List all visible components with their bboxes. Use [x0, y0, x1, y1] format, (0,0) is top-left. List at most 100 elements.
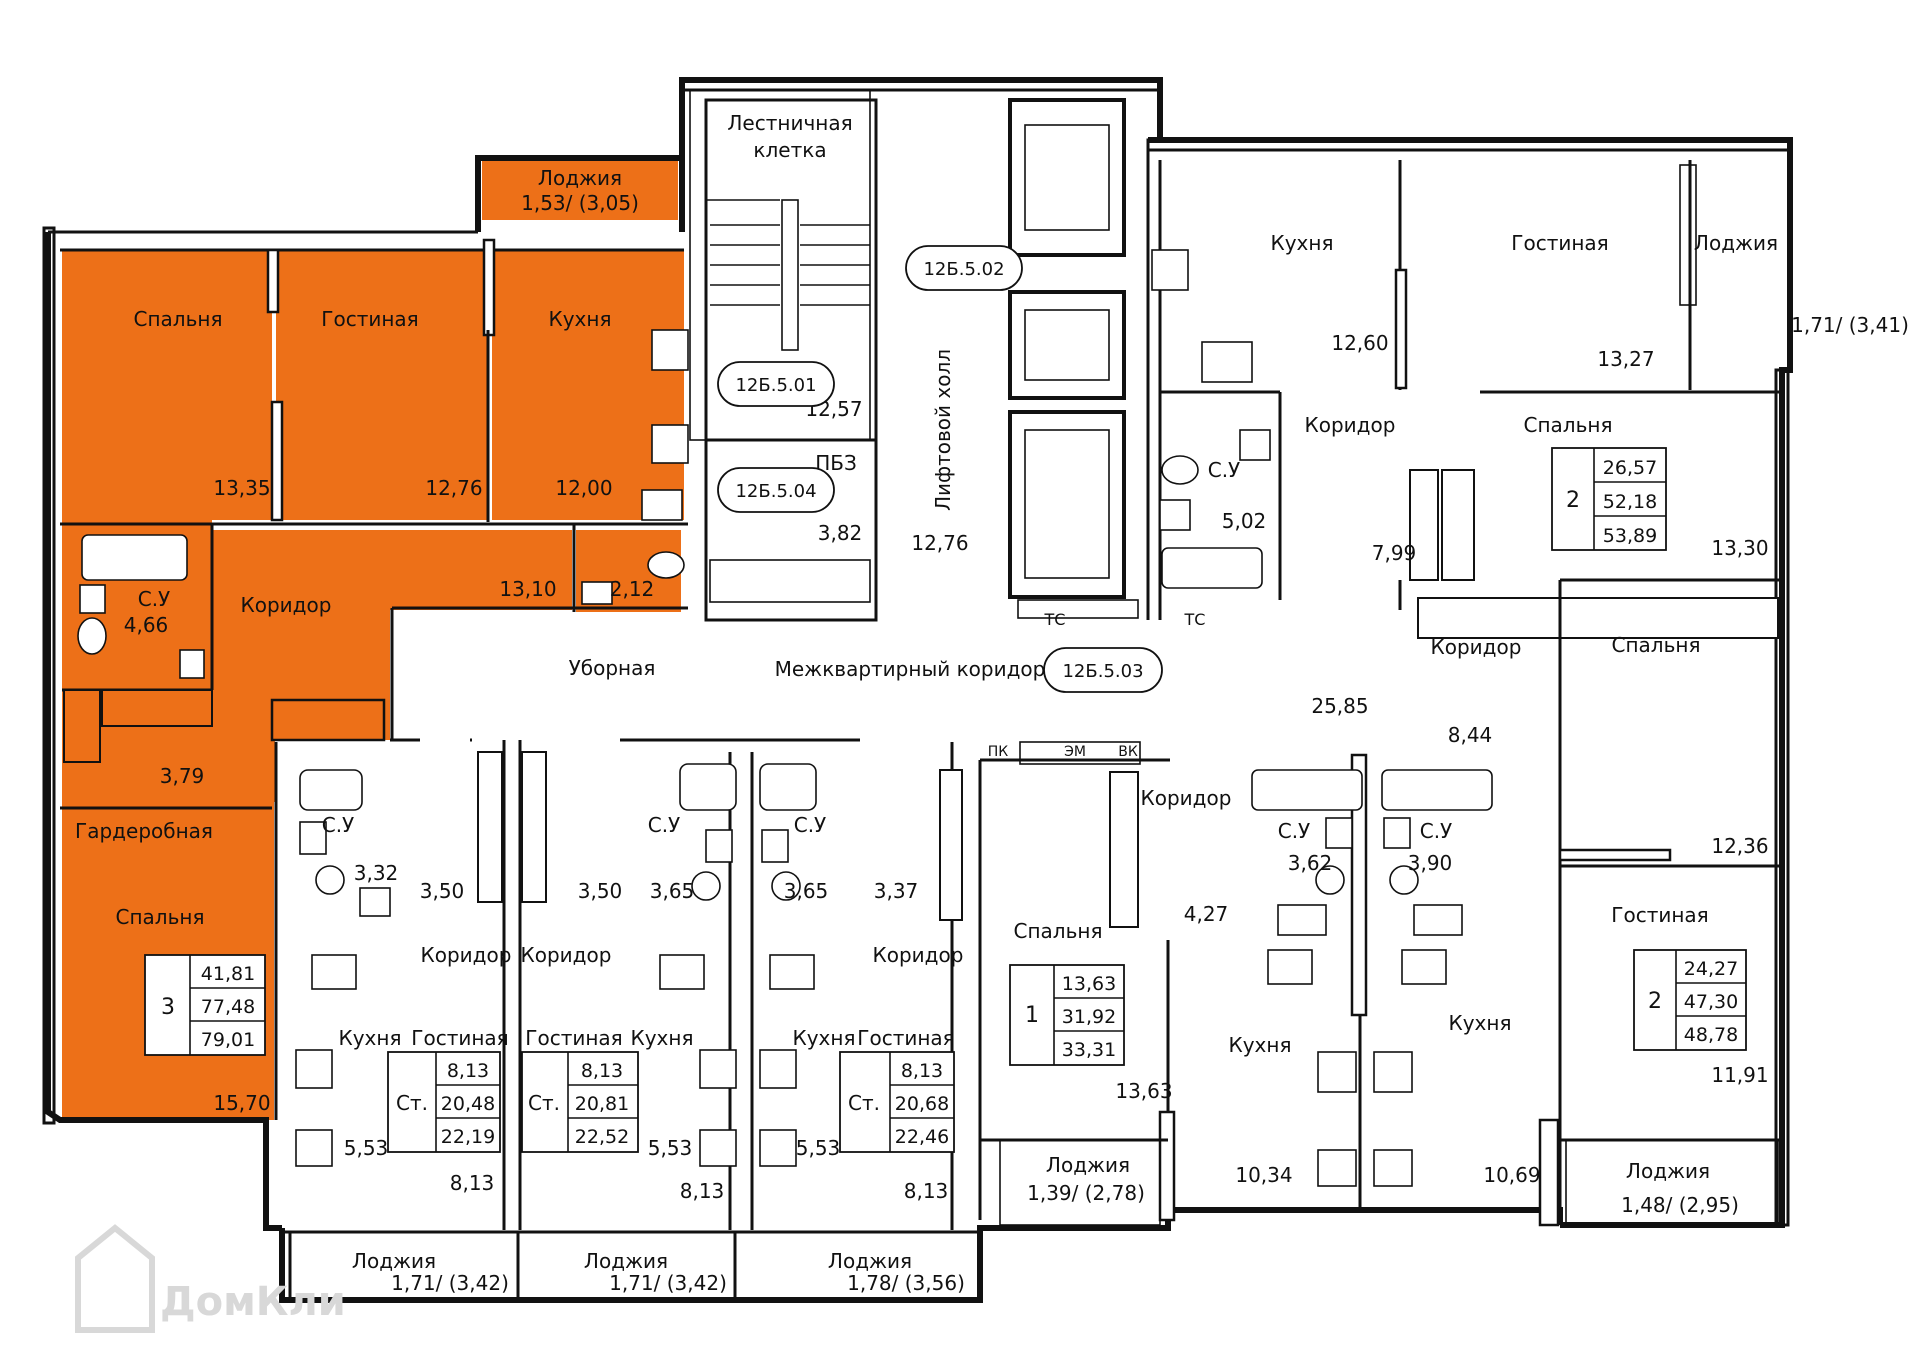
room-area: 3,50 [420, 879, 465, 903]
left-apartment-walls [60, 238, 688, 1120]
room-area: 3,32 [354, 861, 399, 885]
kitchen-sink-icon [1401, 949, 1447, 985]
room-name: Гостиная [321, 307, 418, 331]
room-name: Спальня [1524, 413, 1613, 437]
room-name: Коридор [1141, 786, 1232, 810]
room-name: Кухня [793, 1026, 856, 1050]
toilet-icon [77, 617, 107, 655]
apartment-total-with-loggia: 22,52 [575, 1126, 629, 1148]
shaft-marks: ТС ТС ПК ЭМ ВК [988, 610, 1206, 760]
apartment-rooms: 3 [161, 995, 175, 1020]
bathtub-icon [1381, 769, 1493, 811]
room-name: Спальня [1612, 633, 1701, 657]
stove-icon [1317, 1051, 1357, 1093]
room-area: 8,13 [680, 1179, 725, 1203]
apartment-total-area: 47,30 [1684, 991, 1738, 1013]
room-name: С.У [1420, 819, 1453, 843]
kitchen-sink-icon [769, 954, 815, 990]
room-name: Гардеробная [75, 819, 213, 843]
fridge-icon [759, 1129, 797, 1167]
stove-icon [699, 1049, 737, 1089]
room-name: Гостиная [1511, 231, 1608, 255]
apartment-living-area: 13,63 [1062, 973, 1116, 995]
room-area: 3,65 [784, 879, 829, 903]
room-area: 13,30 [1711, 536, 1768, 560]
room-name: Кухня [631, 1026, 694, 1050]
sink-icon [705, 829, 733, 863]
room-area: 15,70 [213, 1091, 270, 1115]
room-name: Коридор [421, 943, 512, 967]
apartment-summary-box: Ст. 8,13 20,68 22,46 [839, 1051, 955, 1153]
room-area: 10,69 [1483, 1163, 1540, 1187]
zone-tags: 12Б.5.01 12Б.5.02 12Б.5.03 12Б.5.04 [717, 245, 1163, 693]
room-name: Кухня [339, 1026, 402, 1050]
room-area: 1,39/ (2,78) [1027, 1181, 1145, 1205]
washer-icon [1277, 904, 1327, 936]
bathtub-icon [81, 534, 188, 581]
stove-icon [759, 1049, 797, 1089]
room-name: Гостиная [1611, 903, 1708, 927]
shower-icon [299, 769, 363, 811]
room-name: Лоджия [352, 1249, 436, 1273]
room-area: 1,78/ (3,56) [847, 1271, 965, 1295]
fridge-icon [1317, 1149, 1357, 1187]
shower-icon [679, 763, 737, 811]
room-area: 5,53 [344, 1136, 389, 1160]
apartment-living-area: 8,13 [581, 1060, 623, 1082]
washer-icon [359, 887, 391, 917]
right-apartment-walls [1158, 160, 1782, 1210]
corridor-highlight [62, 530, 572, 802]
apartment-rooms: 2 [1566, 488, 1580, 513]
kitchen-sink-icon [311, 954, 357, 990]
fixtures [77, 249, 1493, 1187]
apartment-rooms: 1 [1025, 1003, 1039, 1028]
toilet-icon [1389, 865, 1419, 895]
kitchen-sink-icon [1267, 949, 1313, 985]
room-name: Лоджия [828, 1249, 912, 1273]
room-area: 3,82 [818, 521, 863, 545]
room-area: 3,65 [650, 879, 695, 903]
room-name: Коридор [1305, 413, 1396, 437]
watermark-text: ДомКли [160, 1279, 346, 1325]
room-name: Лестничная [727, 111, 852, 135]
kitchen-sink-icon [659, 954, 705, 990]
room-name: Гостиная [411, 1026, 508, 1050]
room-name: клетка [753, 138, 826, 162]
room-name: Гостиная [857, 1026, 954, 1050]
stove-icon [295, 1049, 333, 1089]
room-name: Межквартирный коридор [775, 657, 1046, 681]
room-name: Уборная [569, 656, 656, 680]
house-icon [75, 1224, 155, 1333]
room-area: 1,71/ (3,42) [391, 1271, 509, 1295]
room-area: 8,13 [904, 1179, 949, 1203]
apartment-total-with-loggia: 22,46 [895, 1126, 949, 1148]
sink-icon [1325, 817, 1353, 849]
bedroom-highlight [62, 250, 272, 520]
apartment-summary-box: 2 24,27 47,30 48,78 [1633, 949, 1747, 1051]
room-area: 8,44 [1448, 723, 1493, 747]
apartment-total-area: 77,48 [201, 996, 255, 1018]
room-area: 1,71/ (3,41) [1791, 313, 1909, 337]
room-area: 3,50 [578, 879, 623, 903]
stairs [710, 199, 870, 351]
zone-tag [905, 245, 1023, 291]
room-name: С.У [1278, 819, 1311, 843]
room-area: 1,53/ (3,05) [521, 191, 639, 215]
zone-tag [717, 361, 835, 407]
stove-icon [1151, 249, 1189, 291]
apartment-total-with-loggia: 79,01 [201, 1029, 255, 1051]
apartment-total-with-loggia: 33,31 [1062, 1039, 1116, 1061]
vk-mark: ВК [1118, 744, 1138, 760]
room-area: 5,02 [1222, 509, 1267, 533]
room-area: 12,76 [425, 476, 482, 500]
fridge-icon [641, 489, 683, 521]
bathtub-icon [1251, 769, 1363, 811]
room-area: 3,90 [1408, 851, 1453, 875]
room-name: С.У [794, 813, 827, 837]
apartment-total-area: 20,48 [441, 1093, 495, 1115]
room-area: 4,27 [1184, 902, 1229, 926]
room-area: 13,27 [1597, 347, 1654, 371]
bathtub-icon [1161, 547, 1263, 589]
apartment-summary-box: Ст. 8,13 20,81 22,52 [521, 1051, 639, 1153]
living-highlight [276, 250, 488, 520]
